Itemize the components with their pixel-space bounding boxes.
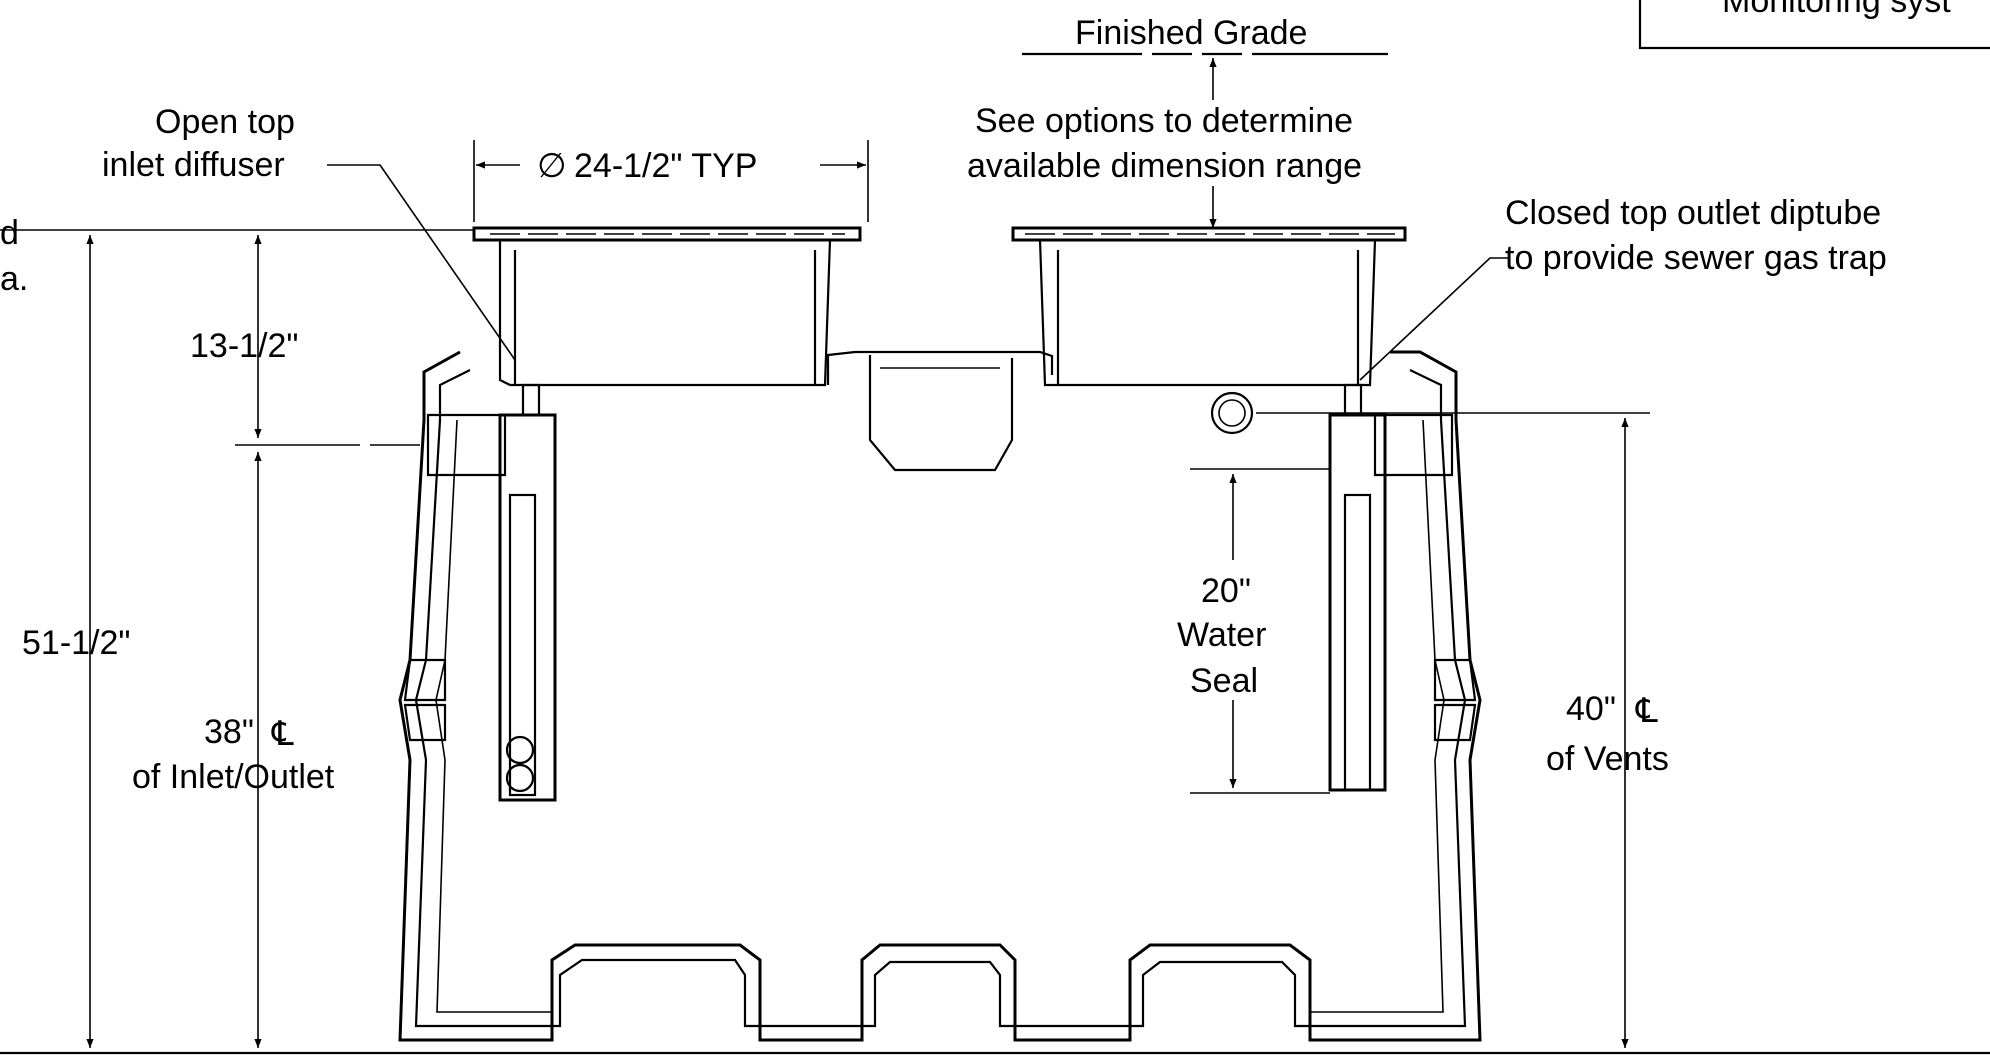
monitoring-note-box: Monitoring syst	[1638, 0, 1990, 50]
seal-label: Seal	[1190, 662, 1258, 700]
inlet-diffuser-callout: Open top inlet diffuser	[102, 103, 516, 361]
vent-port	[1210, 391, 1254, 435]
dim-38-label: 38"	[204, 713, 254, 751]
closed-top-line1: Closed top outlet diptube	[1505, 194, 1881, 232]
closed-top-line2: to provide sewer gas trap	[1505, 239, 1887, 277]
vents-label: of Vents	[1546, 740, 1669, 778]
dim-51-label: 51-1/2"	[22, 624, 130, 662]
left-dimensions: 13-1/2" 51-1/2" 38" ℄ of Inlet/Outlet	[0, 229, 474, 1048]
left-riser	[472, 226, 862, 387]
open-top-line1: Open top	[155, 103, 295, 141]
tank-body	[0, 350, 1990, 1055]
diameter-symbol: ∅	[537, 147, 567, 185]
inlet-outlet-label: of Inlet/Outlet	[132, 758, 335, 796]
dim-20-label: 20"	[1201, 572, 1251, 610]
right-dimensions: 40" ℄ of Vents	[1256, 412, 1669, 1048]
right-riser	[1011, 226, 1407, 387]
centerline-symbol-left: ℄	[271, 715, 294, 753]
monitoring-text: Monitoring syst	[1722, 0, 1951, 20]
diameter-label: 24-1/2" TYP	[574, 147, 757, 185]
finished-grade-label: Finished Grade	[1075, 14, 1307, 52]
dim-13-label: 13-1/2"	[190, 327, 298, 365]
diameter-dimension: ∅ 24-1/2" TYP	[473, 140, 869, 222]
centerline-symbol-right: ℄	[1635, 692, 1658, 730]
finished-grade: Finished Grade See options to determine …	[967, 14, 1388, 228]
water-seal-dimension: 20" Water Seal	[1177, 468, 1330, 794]
left-edge-text2: a.	[0, 260, 28, 298]
dim-40-label: 40"	[1566, 690, 1616, 728]
outlet-diptube-callout: Closed top outlet diptube to provide sew…	[1359, 194, 1887, 381]
left-edge-text1: d	[0, 214, 19, 252]
open-top-line2: inlet diffuser	[102, 146, 285, 184]
inlet-diffuser-pipe	[498, 383, 557, 802]
water-label: Water	[1177, 616, 1266, 654]
see-options-line1: See options to determine	[975, 102, 1353, 140]
see-options-line2: available dimension range	[967, 147, 1362, 185]
outlet-diptube-pipe	[1210, 383, 1387, 792]
